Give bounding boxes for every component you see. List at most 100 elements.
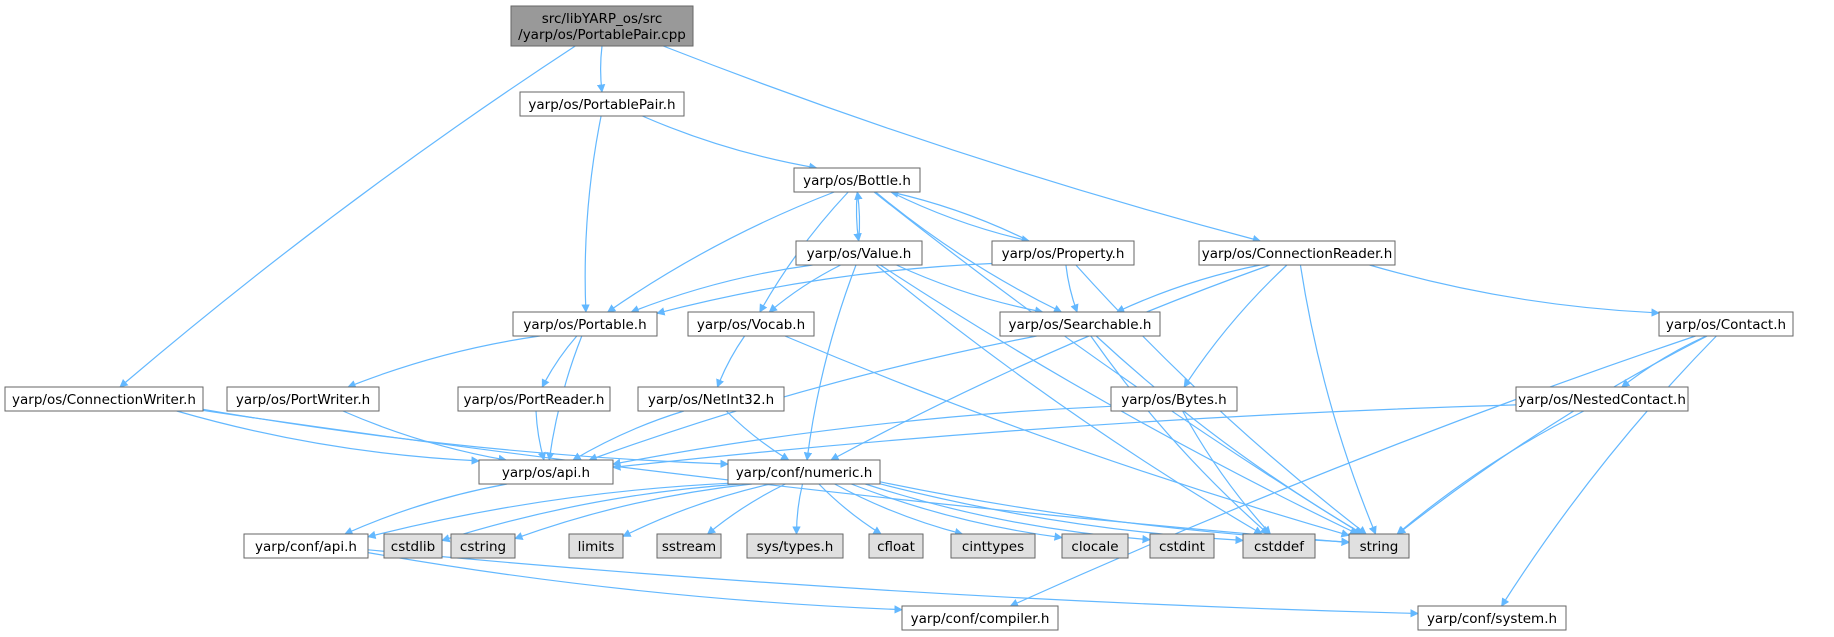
edge-property_h-to-bottle_h [890,189,1030,242]
node-portwriter-h[interactable]: yarp/os/PortWriter.h [226,386,380,412]
node-connectionwriter-h[interactable]: yarp/os/ConnectionWriter.h [4,386,204,412]
node-vocab-h[interactable]: yarp/os/Vocab.h [687,311,815,337]
node-netint32-h[interactable]: yarp/os/NetInt32.h [637,386,785,412]
node-cstdint: cstdint [1149,533,1215,559]
edge-line [119,45,576,388]
node-box [999,311,1161,337]
edge-line [656,262,993,316]
edge-value_h-to-portable_h [630,264,813,314]
node-box [727,459,881,485]
node-label: limits [578,539,615,555]
node-box [4,386,204,412]
edge-line [725,410,790,461]
edge-line [1397,335,1708,535]
edge-contact_h-to-compiler_h [1009,335,1696,607]
node-compiler-h[interactable]: yarp/conf/compiler.h [901,605,1059,631]
edge-line [854,191,863,242]
node-label: yarp/os/NestedContact.h [1518,392,1686,408]
edge-searchable_h-to-string [1095,335,1364,535]
edge-line [572,410,685,461]
edge-line [662,45,1262,244]
node-sstream: sstream [656,533,722,559]
edge-line [612,405,1112,467]
edge-bottle_h-to-portable_h [607,191,835,313]
node-portable-h[interactable]: yarp/os/Portable.h [512,311,658,337]
edge-numeric_h-to-cinttypes [834,483,964,537]
node-label: yarp/os/ConnectionReader.h [1202,246,1393,262]
node-label: yarp/conf/numeric.h [736,465,873,481]
node-label: sstream [662,539,716,555]
edge-line [768,264,841,313]
node-numeric-h[interactable]: yarp/conf/numeric.h [727,459,881,485]
edge-line [706,483,786,535]
node-box [1417,605,1567,631]
node-label: cstddef [1254,539,1305,555]
node-box [793,167,921,193]
node-box [1110,386,1238,412]
node-cstring: cstring [450,533,516,559]
node-cinttypes: cinttypes [950,533,1036,559]
node-label: yarp/os/Bottle.h [803,173,911,189]
node-nestedcontact-h[interactable]: yarp/os/NestedContact.h [1515,386,1689,412]
edge-line [581,115,602,313]
edge-searchable_h-to-cstddef [1090,335,1269,535]
node-systypes: sys/types.h [746,533,844,559]
node-conf-api-h[interactable]: yarp/conf/api.h [243,533,369,559]
node-label: clocale [1071,539,1118,555]
node-contact-h[interactable]: yarp/os/Contact.h [1658,311,1794,337]
edge-line [612,404,1517,471]
node-box [512,311,658,337]
node-searchable-h[interactable]: yarp/os/Searchable.h [999,311,1161,337]
edge-connectionreader_h-to-bytes_h [1183,264,1288,388]
edge-bottle_h-to-searchable_h [875,191,1063,313]
edge-line [541,335,578,388]
edge-value_h-to-vocab_h [768,264,841,313]
edge-conf_api_h-to-system_h [367,549,1419,618]
edge-line [1095,335,1364,535]
edge-line [347,335,540,389]
node-connectionreader-h[interactable]: yarp/os/ConnectionReader.h [1198,240,1396,266]
node-portablepair-h[interactable]: yarp/os/PortablePair.h [519,91,685,117]
node-system-h[interactable]: yarp/conf/system.h [1417,605,1567,631]
node-label: yarp/os/NetInt32.h [648,392,774,408]
node-property-h[interactable]: yarp/os/Property.h [991,240,1135,266]
node-box [1198,240,1396,266]
node-value-h[interactable]: yarp/os/Value.h [795,240,923,266]
edge-bytes_h-to-cstddef [1182,410,1271,535]
node-label: /yarp/os/PortablePair.cpp [518,27,686,43]
edge-connectionreader_h-to-searchable_h [1115,264,1261,313]
edge-connectionreader_h-to-numeric_h [830,264,1271,461]
node-box [568,533,624,559]
node-box [450,533,516,559]
node-label: string [1360,539,1399,555]
node-os-api-h[interactable]: yarp/os/api.h [478,459,614,485]
edge-line [441,483,741,543]
edge-line [1501,335,1717,607]
node-bytes-h[interactable]: yarp/os/Bytes.h [1110,386,1238,412]
node-cfloat: cfloat [868,533,924,559]
node-box [243,533,369,559]
edge-numeric_h-to-conf_api_h [367,482,729,540]
node-label: cstdlib [391,539,435,555]
node-cstdlib: cstdlib [383,533,443,559]
node-bottle-h[interactable]: yarp/os/Bottle.h [793,167,921,193]
edge-line [1369,264,1660,317]
node-portreader-h[interactable]: yarp/os/PortReader.h [457,386,611,412]
node-box [226,386,380,412]
edge-line [367,482,729,540]
edge-line [535,410,546,461]
edge-netint32_h-to-numeric_h [725,410,790,461]
edge-root-to-connectionreader_h [662,45,1262,244]
edge-line [890,191,1030,244]
node-root[interactable]: src/libYARP_os/src/yarp/os/PortablePair.… [510,5,694,47]
edge-line [342,410,507,463]
edge-line [596,45,606,93]
edge-line [1396,410,1585,535]
node-label: yarp/os/api.h [502,465,590,481]
node-box [656,533,722,559]
edge-portreader_h-to-os_api_h [535,410,546,461]
edge-portwriter_h-to-os_api_h [342,410,507,463]
edge-searchable_h-to-os_api_h [588,335,1037,462]
node-box [1658,311,1794,337]
